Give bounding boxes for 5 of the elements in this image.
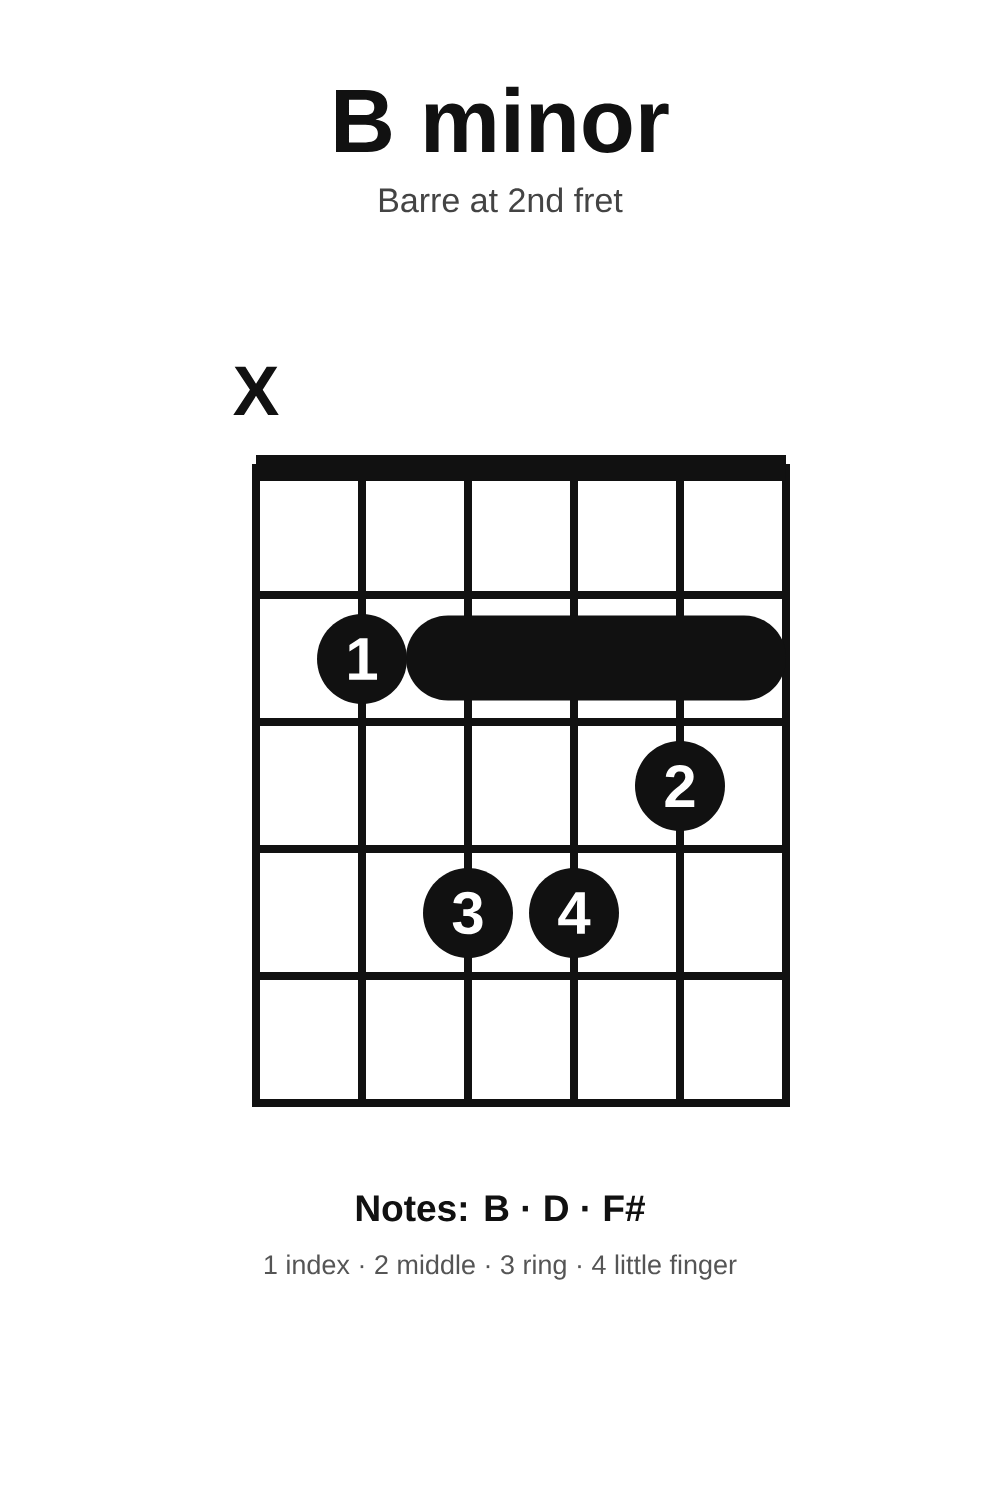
finger-key-text: 1 index · 2 middle · 3 ring · 4 little finger xyxy=(264,1254,737,1280)
subtitle: Barre at 2nd fret xyxy=(379,187,623,213)
title: B minor xyxy=(336,86,669,153)
notes-text: Notes: B · D · F# xyxy=(356,1195,645,1222)
muted-string-mark: X xyxy=(233,366,279,415)
